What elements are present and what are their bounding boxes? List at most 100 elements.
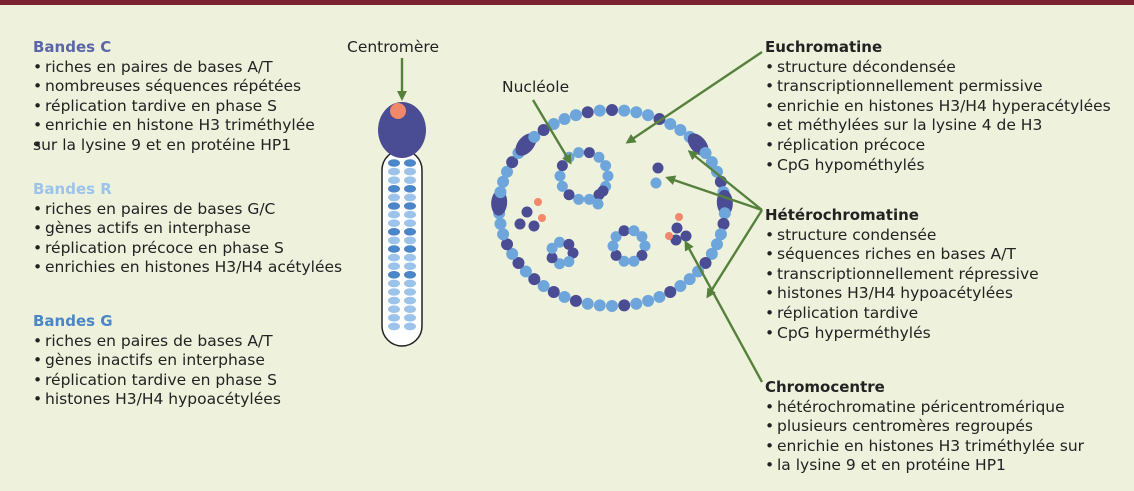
- chromosome-band: [388, 288, 400, 296]
- chromosome-band: [388, 159, 400, 167]
- chromosome-band: [404, 159, 416, 167]
- chromatin-bead: [718, 218, 730, 230]
- chromocentre-bead: [672, 223, 683, 234]
- chromatin-bead: [603, 171, 614, 182]
- chromatin-bead: [598, 186, 609, 197]
- chromosome-band: [388, 305, 400, 313]
- chromatin-bead: [664, 286, 676, 298]
- chromatin-bead: [640, 241, 651, 252]
- chromosome-band: [404, 211, 416, 219]
- chromatin-bead: [608, 241, 619, 252]
- chromosome-band: [388, 254, 400, 262]
- chromosome-band: [404, 305, 416, 313]
- chromatin-bead: [559, 113, 571, 125]
- chromatin-bead: [548, 286, 560, 298]
- chromosome-band: [404, 185, 416, 193]
- chromosome-band: [404, 202, 416, 210]
- chromatin-bead: [653, 291, 665, 303]
- centromere-dot: [675, 213, 683, 221]
- chromatin-bead: [600, 160, 611, 171]
- chromosome-band: [388, 297, 400, 305]
- chromosome-band: [404, 168, 416, 176]
- chromosome-band: [404, 297, 416, 305]
- inner-chromatin: [515, 147, 692, 269]
- centromere-dot: [538, 214, 546, 222]
- centromere-dot: [390, 103, 406, 119]
- chromosome-band: [404, 271, 416, 279]
- chromatin-bead: [573, 194, 584, 205]
- chromatin-bead: [630, 106, 642, 118]
- chromosome-band: [404, 314, 416, 322]
- chromatin-bead: [570, 295, 582, 307]
- centromere-dot: [534, 198, 542, 206]
- chromosome-band: [404, 280, 416, 288]
- chromosome-band: [388, 194, 400, 202]
- chromatin-bead: [651, 178, 662, 189]
- chromatin-bead: [642, 295, 654, 307]
- chromosome-band: [388, 323, 400, 331]
- chromosome-band: [388, 237, 400, 245]
- chromatin-bead: [584, 147, 595, 158]
- chromatin-bead: [594, 105, 606, 117]
- chromatin-bead: [618, 299, 630, 311]
- chromosome-band: [404, 245, 416, 253]
- chromosome-band: [404, 262, 416, 270]
- chromatin-bead: [547, 252, 558, 263]
- chromosome-band: [404, 323, 416, 331]
- chromosome-band: [388, 211, 400, 219]
- chromosome-band: [404, 228, 416, 236]
- chromosome-band: [388, 271, 400, 279]
- chromocentre-arrow: [686, 243, 762, 382]
- chromatin-bead: [642, 109, 654, 121]
- chromatin-bead: [563, 239, 574, 250]
- chromatin-bead: [653, 163, 664, 174]
- chromosome-band: [404, 194, 416, 202]
- chromosome-band: [388, 280, 400, 288]
- chromosome-band: [388, 202, 400, 210]
- nucleus: [490, 104, 733, 312]
- chromosome-band: [404, 237, 416, 245]
- chromatin-bead: [606, 300, 618, 312]
- chromatin-bead: [594, 299, 606, 311]
- centromere-dot: [665, 232, 673, 240]
- chromatin-bead: [570, 109, 582, 121]
- chromocentre-bead: [522, 207, 533, 218]
- chromosome-arm: [382, 150, 422, 346]
- chromatin-bead: [593, 199, 604, 210]
- chromosome-band: [388, 176, 400, 184]
- chromatin-bead: [618, 105, 630, 117]
- chromatin-bead: [636, 231, 647, 242]
- chromosome-band: [388, 219, 400, 227]
- chromatin-bead: [674, 280, 686, 292]
- chromatin-bead: [559, 291, 571, 303]
- euchromatine-arrow: [628, 52, 762, 142]
- chromosome-band: [388, 168, 400, 176]
- chromosome-band: [388, 228, 400, 236]
- chromatin-bead: [573, 147, 584, 158]
- chromatin-bead: [606, 104, 618, 116]
- chromosome-band: [388, 314, 400, 322]
- chromosome-band: [404, 254, 416, 262]
- chromatin-bead: [557, 181, 568, 192]
- chromosome-band: [404, 288, 416, 296]
- chromatin-bead: [664, 118, 676, 130]
- chromatin-bead: [554, 237, 565, 248]
- chromosome-band: [404, 219, 416, 227]
- chromatin-bead: [494, 218, 506, 230]
- chromatin-bead: [555, 171, 566, 182]
- chromatin-bead: [563, 256, 574, 267]
- chromatin-bead: [628, 256, 639, 267]
- chromatin-bead: [497, 228, 509, 240]
- chromatin-bead: [719, 207, 731, 219]
- chromosome: [378, 102, 426, 346]
- chromatin-bead: [494, 186, 506, 198]
- chromatin-bead: [582, 106, 594, 118]
- chromosome-band: [388, 245, 400, 253]
- chromosome-band: [388, 185, 400, 193]
- chromatin-bead: [630, 298, 642, 310]
- chromocentre-bead: [681, 231, 692, 242]
- chromatin-bead: [611, 250, 622, 261]
- chromatin-bead: [582, 298, 594, 310]
- chromocentre-bead: [529, 221, 540, 232]
